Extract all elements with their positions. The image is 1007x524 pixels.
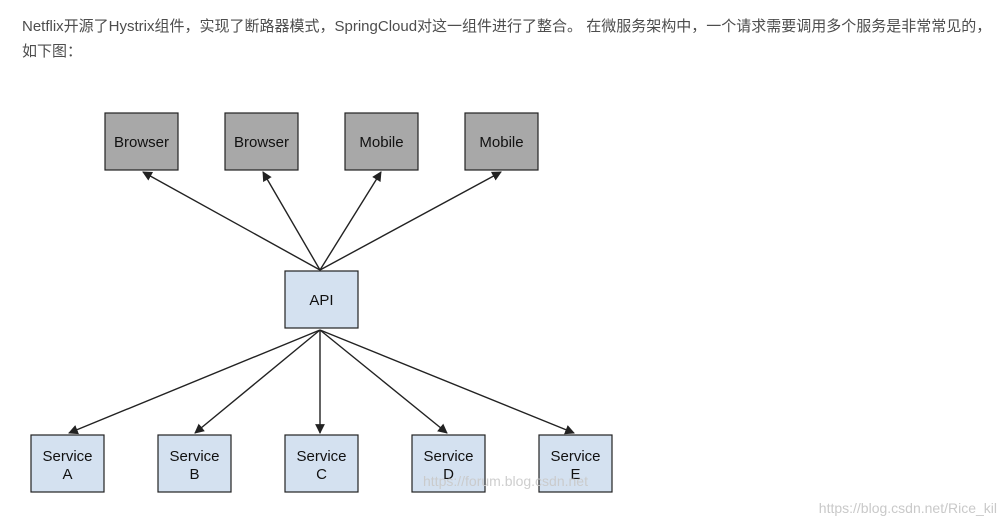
- api-node: API: [284, 270, 359, 329]
- arrow-api-service-b: [194, 329, 321, 434]
- arrow-api-mobile-2: [319, 171, 502, 271]
- service-node-label: Service: [296, 448, 346, 465]
- arrow-api-service-a: [68, 329, 321, 435]
- arrow-api-service-e: [319, 329, 575, 435]
- service-node-label: Service: [423, 448, 473, 465]
- service-node-letter: E: [570, 466, 580, 483]
- service-node-b: Service B: [157, 434, 232, 493]
- arrow-api-service-d: [319, 329, 448, 434]
- client-node-browser-2: Browser: [224, 112, 299, 171]
- csdn-watermark: https://blog.csdn.net/Rice_kil: [819, 500, 997, 516]
- service-node-letter: A: [62, 466, 72, 483]
- client-node-label: Browser: [234, 134, 289, 151]
- arrow-api-browser-2: [262, 171, 321, 271]
- client-node-browser-1: Browser: [104, 112, 179, 171]
- service-node-label: Service: [169, 448, 219, 465]
- service-node-letter: C: [316, 466, 327, 483]
- client-node-label: Mobile: [359, 134, 403, 151]
- arrows-to-clients: [142, 171, 502, 271]
- client-node-label: Browser: [114, 134, 169, 151]
- service-node-a: Service A: [30, 434, 105, 493]
- client-node-mobile-1: Mobile: [344, 112, 419, 171]
- arrow-api-browser-1: [142, 171, 321, 271]
- client-node-label: Mobile: [479, 134, 523, 151]
- api-node-label: API: [309, 292, 333, 309]
- service-node-letter: D: [443, 466, 454, 483]
- service-node-e: Service E: [538, 434, 613, 493]
- service-node-label: Service: [42, 448, 92, 465]
- arrows-to-services: [68, 329, 575, 435]
- service-node-d: Service D: [411, 434, 486, 493]
- service-node-label: Service: [550, 448, 600, 465]
- intro-paragraph: Netflix开源了Hystrix组件，实现了断路器模式，SpringCloud…: [22, 18, 992, 60]
- service-node-c: Service C: [284, 434, 359, 493]
- arrow-api-mobile-1: [319, 171, 382, 271]
- client-node-mobile-2: Mobile: [464, 112, 539, 171]
- service-node-letter: B: [189, 466, 199, 483]
- inner-watermark: https://forum.blog.csdn.net: [423, 473, 588, 489]
